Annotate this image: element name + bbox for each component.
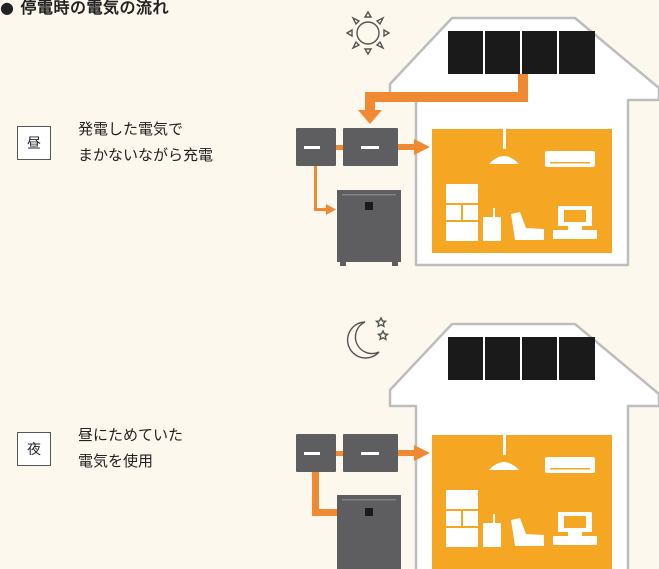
ceiling-light-icon <box>489 435 519 470</box>
night-description: 昼にためていた 電気を使用 <box>78 422 183 474</box>
day-appliances <box>446 129 597 241</box>
tv-icon <box>553 512 597 545</box>
chair-icon <box>511 518 544 546</box>
tv-icon <box>553 206 597 239</box>
refrigerator-icon <box>446 490 478 547</box>
battery-unit-icon <box>337 190 401 266</box>
day-scene <box>296 10 659 267</box>
washing-machine-icon <box>483 208 501 241</box>
day-solar-panel <box>448 31 595 74</box>
washing-machine-icon <box>483 514 501 547</box>
night-scene <box>296 316 659 569</box>
night-desc-line1: 昼にためていた <box>78 426 184 444</box>
battery-unit-icon <box>337 495 401 569</box>
day-devices <box>296 128 430 266</box>
air-conditioner-icon <box>545 151 595 167</box>
distribution-board-icon <box>296 128 336 166</box>
day-desc-line1: 発電した電気で <box>78 120 184 138</box>
night-mode-label: 夜 <box>17 432 51 466</box>
night-appliances <box>446 435 597 547</box>
day-desc-line2: まかないながら充電 <box>78 146 214 164</box>
night-solar-panel <box>448 337 595 380</box>
inverter-icon <box>343 434 398 472</box>
day-battery-charge-arrow <box>314 166 336 215</box>
night-house-flow-arrow <box>398 445 430 461</box>
day-description: 発電した電気で まかないながら充電 <box>78 116 213 168</box>
diagram-title: ● 停電時の電気の流れ <box>0 0 170 17</box>
chair-icon <box>511 212 544 240</box>
sun-icon <box>345 10 391 56</box>
night-devices <box>296 434 430 569</box>
day-solar-flow-arrow <box>358 74 528 124</box>
inverter-icon <box>343 128 398 166</box>
night-battery-discharge-arrow <box>312 472 337 516</box>
day-mode-label: 昼 <box>17 126 51 160</box>
refrigerator-icon <box>446 184 478 241</box>
ceiling-light-icon <box>489 129 519 164</box>
moon-stars-icon <box>346 316 390 359</box>
distribution-board-icon <box>296 434 336 472</box>
day-house-flow-arrow <box>398 139 430 155</box>
night-desc-line2: 電気を使用 <box>78 452 154 470</box>
air-conditioner-icon <box>545 457 595 473</box>
